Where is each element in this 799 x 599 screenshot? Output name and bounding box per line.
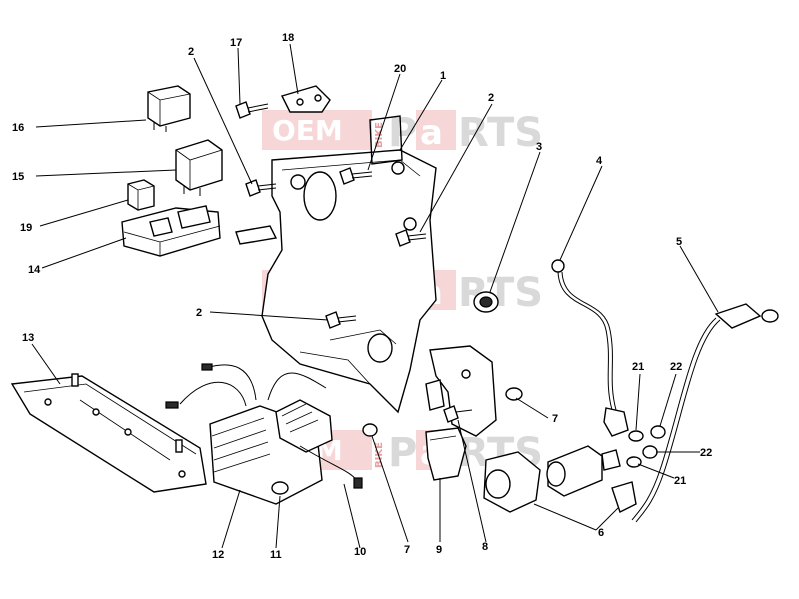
- mount-plate-8: [425, 345, 497, 437]
- callout-3: 3: [536, 141, 542, 153]
- callout-17: 17: [230, 37, 242, 49]
- watermark-oem-text: OEM: [272, 114, 343, 147]
- bolt-17: [235, 101, 269, 119]
- ground-cable-4: [551, 259, 629, 437]
- nut-22-lower: [642, 445, 658, 459]
- bolt-20: [339, 167, 373, 185]
- callout-19: 19: [20, 222, 32, 234]
- callout-labels: 16 15 19 14 13 2 17 18 20 1 2 3 4 5 2 21…: [12, 32, 712, 561]
- watermark-a-text: a: [420, 113, 443, 153]
- bolt-2-middle: [325, 311, 357, 329]
- callout-8: 8: [482, 541, 488, 553]
- watermark-rts-text: RTS: [458, 110, 543, 156]
- callout-1: 1: [440, 70, 446, 82]
- callout-14: 14: [28, 264, 41, 276]
- callout-20: 20: [394, 63, 406, 75]
- ground-cable-5: [631, 303, 779, 523]
- bolt-7-right: [505, 387, 523, 401]
- relay-holder-14: [121, 205, 221, 257]
- callout-11: 11: [270, 549, 282, 561]
- callout-6: 6: [598, 527, 604, 539]
- callout-4: 4: [596, 155, 603, 167]
- callout-22-upper: 22: [670, 361, 682, 373]
- mount-plate-13: [10, 373, 207, 493]
- callout-2-middle: 2: [196, 307, 202, 319]
- callout-21-lower: 21: [674, 475, 686, 487]
- starter-solenoid-6: [483, 445, 637, 513]
- watermark-p-text: P: [388, 430, 417, 476]
- nut-22-upper: [650, 425, 666, 439]
- callout-9: 9: [436, 544, 442, 556]
- relay-19: [127, 179, 155, 211]
- callout-21-upper: 21: [632, 361, 644, 373]
- callout-7-right: 7: [552, 413, 558, 425]
- bolt-8-screw: [443, 405, 473, 423]
- callout-2-top: 2: [188, 46, 194, 58]
- callout-10: 10: [354, 546, 366, 558]
- bolt-2-upper: [245, 179, 277, 197]
- callout-16: 16: [12, 122, 24, 134]
- bracket-9: [425, 427, 467, 481]
- watermark-p-text: P: [388, 110, 417, 156]
- main-bracket-1: [235, 115, 437, 414]
- callout-12: 12: [212, 549, 224, 561]
- callout-22-lower: 22: [700, 447, 712, 459]
- leader-lines: [31, 43, 719, 549]
- callout-15: 15: [12, 171, 24, 183]
- watermark-rts-text: RTS: [458, 270, 543, 316]
- regulator-12: [165, 363, 363, 505]
- watermark-top: OEM BIKE P a RTS: [262, 110, 543, 156]
- relay-15: [175, 139, 223, 196]
- washer-21-upper: [628, 430, 644, 442]
- grommet-3: [473, 291, 499, 313]
- relay-16: [147, 85, 191, 132]
- callout-7-bottom: 7: [404, 544, 410, 556]
- watermark-bike-text: BIKE: [374, 442, 385, 468]
- callout-5: 5: [676, 236, 682, 248]
- callout-2-right: 2: [488, 92, 494, 104]
- bolt-7-left: [362, 423, 378, 437]
- callout-13: 13: [22, 332, 34, 344]
- bolt-2-right: [395, 229, 427, 247]
- bracket-18: [280, 85, 331, 113]
- callout-18: 18: [282, 32, 294, 44]
- washer-21-lower: [626, 456, 642, 468]
